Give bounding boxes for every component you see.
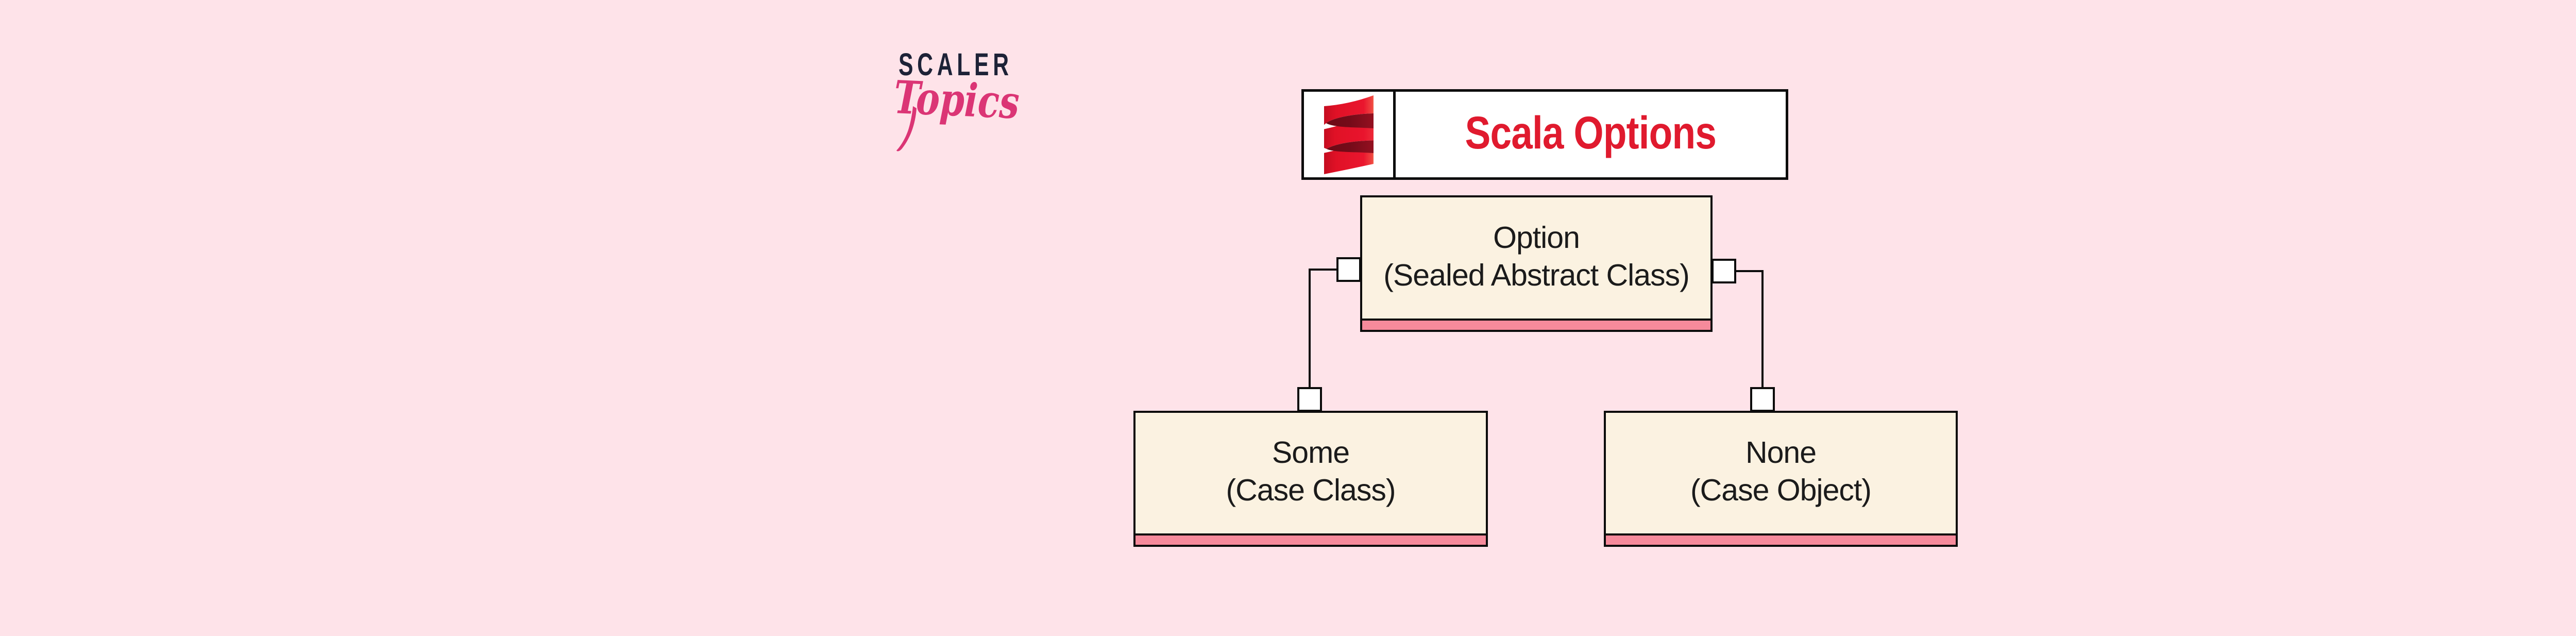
page-title: Scala Options (1465, 106, 1717, 158)
node-none-strip (1606, 533, 1956, 545)
title-text-cell: Scala Options (1396, 92, 1786, 177)
node-none-subtitle: (Case Object) (1690, 473, 1872, 507)
node-option-title: Option (1493, 220, 1580, 255)
node-some: Some (Case Class) (1133, 411, 1488, 547)
node-some-subtitle: (Case Class) (1226, 473, 1396, 507)
node-some-title: Some (1272, 436, 1350, 470)
node-none: None (Case Object) (1604, 411, 1958, 547)
scala-logo-icon (1324, 95, 1374, 174)
scaler-topics-logo: SCALER Topics (893, 47, 1048, 153)
node-none-title: None (1745, 436, 1817, 470)
node-some-text: Some (Case Class) (1136, 413, 1486, 533)
title-bar: Scala Options (1301, 89, 1788, 180)
connector-square-option-right (1711, 259, 1736, 283)
node-some-strip (1136, 533, 1486, 545)
edge-option-some-vertical (1309, 269, 1311, 388)
connector-square-none-top (1750, 387, 1775, 412)
edge-option-some-horizontal (1309, 269, 1337, 271)
brand-scaler-text: SCALER (899, 47, 1013, 82)
node-option-strip (1362, 319, 1710, 330)
edge-option-none-vertical (1761, 270, 1764, 388)
node-none-text: None (Case Object) (1606, 413, 1956, 533)
node-option-subtitle: (Sealed Abstract Class) (1383, 258, 1689, 292)
edge-option-none-horizontal (1736, 270, 1764, 272)
node-option-text: Option (Sealed Abstract Class) (1362, 197, 1710, 319)
title-logo-cell (1304, 92, 1396, 177)
brand-topics-swash-tail (896, 106, 917, 152)
node-option: Option (Sealed Abstract Class) (1360, 195, 1713, 332)
connector-square-some-top (1297, 387, 1322, 412)
connector-square-option-left (1336, 257, 1361, 282)
